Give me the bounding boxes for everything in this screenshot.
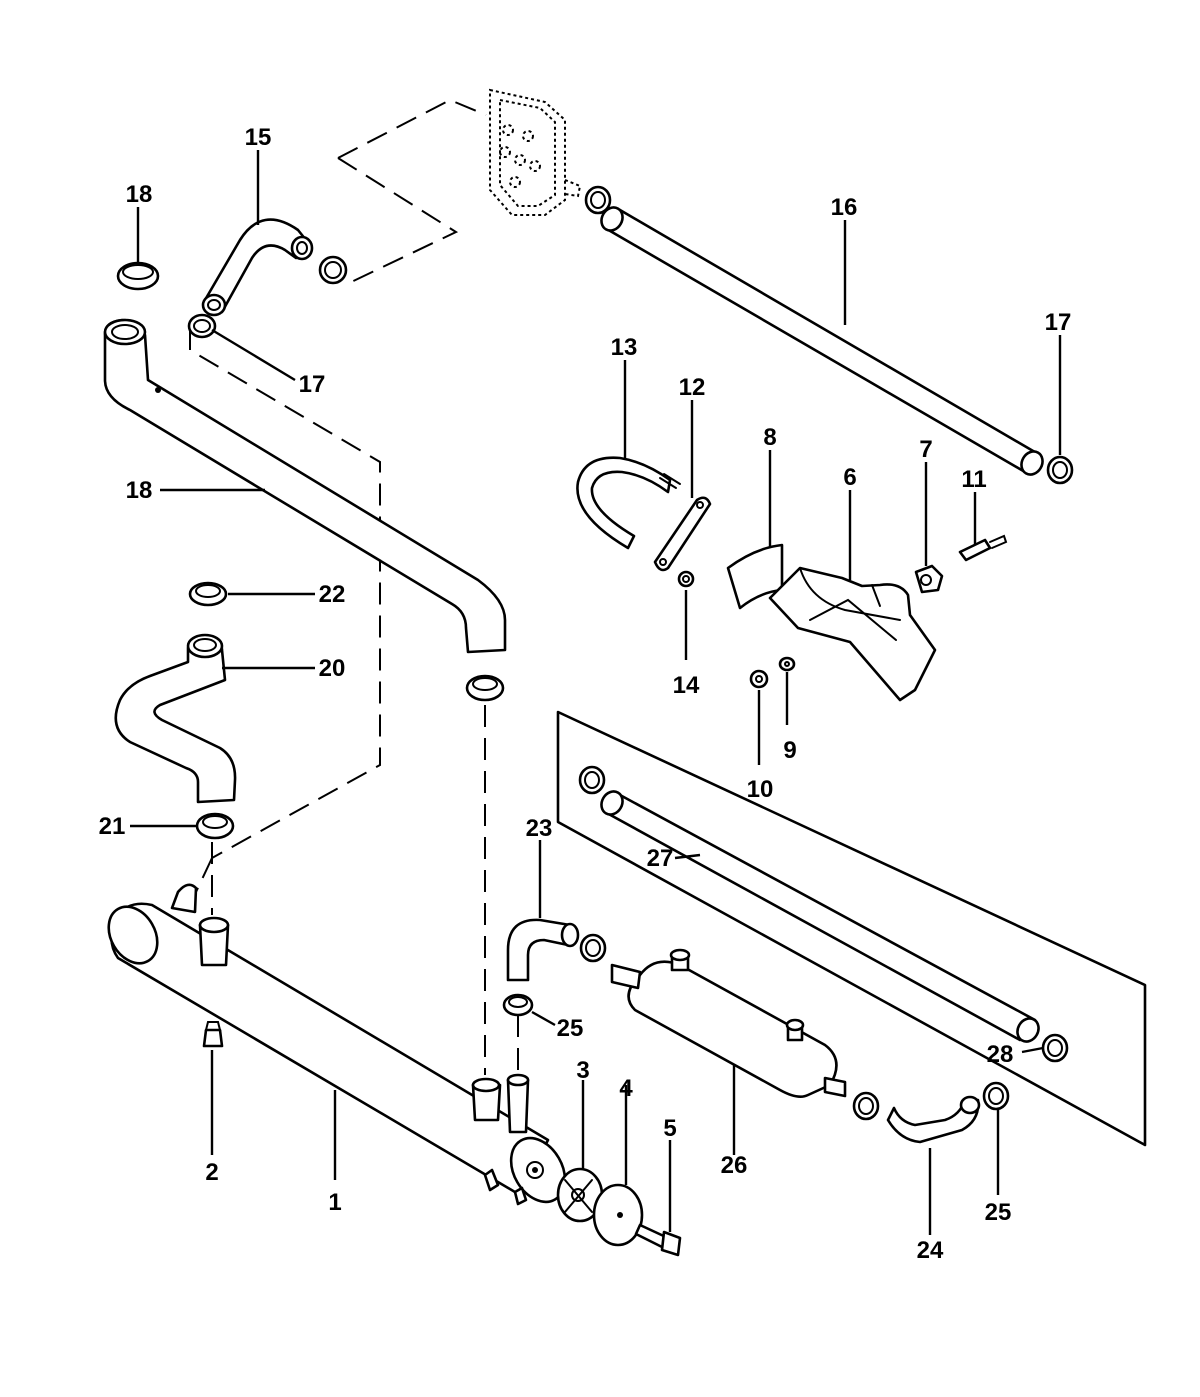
hose-part-16 [600, 206, 1044, 476]
callout-22: 22 [319, 581, 346, 608]
callout-8: 8 [763, 424, 776, 451]
callout-11: 11 [961, 466, 986, 493]
callout-26: 26 [721, 1152, 748, 1179]
callout-19: 18 [126, 181, 153, 208]
callout-2: 2 [205, 1159, 218, 1186]
callout-17-right: 17 [1045, 309, 1072, 336]
s-hose-part-20 [114, 633, 237, 804]
hose-clamp-part-17-left [187, 313, 217, 339]
cooler-canister-part-26 [610, 948, 847, 1098]
callout-28: 28 [987, 1041, 1014, 1068]
callout-10: 10 [747, 776, 774, 803]
hose-clamp-part-25-left [502, 993, 534, 1017]
engine-block-reference [489, 88, 582, 216]
long-hose-part-18 [103, 318, 507, 654]
hose-clamp-26-end [852, 1091, 880, 1121]
hose-clamp-15-end [318, 255, 348, 285]
inset-panel [556, 710, 1147, 1147]
nut-part-10 [749, 669, 769, 689]
callout-27: 27 [647, 845, 674, 872]
drain-plug-part-2 [202, 1021, 224, 1048]
callout-18: 18 [126, 477, 153, 504]
callout-24: 24 [917, 1237, 944, 1264]
callout-25-right: 25 [985, 1199, 1012, 1226]
leader-lines [130, 150, 1062, 1235]
callout-1: 1 [328, 1189, 341, 1216]
callout-13: 13 [611, 334, 638, 361]
callout-16: 16 [831, 194, 858, 221]
hose-clamp-part-22 [188, 581, 228, 607]
callout-labels: 15 18 17 16 17 13 12 8 6 7 11 14 9 10 18… [99, 124, 1072, 1264]
callout-12: 12 [679, 374, 706, 401]
washer-part-9 [778, 656, 796, 672]
hose-clamp-part-21 [195, 812, 235, 840]
hose-clamp-part-17-right [1046, 455, 1074, 485]
hose-clamp-23-end [579, 933, 607, 963]
hose-clamp-part-28 [1041, 1033, 1069, 1063]
hose-clamp-16-end [584, 185, 612, 215]
callout-17-left: 17 [299, 371, 326, 398]
callout-5: 5 [663, 1115, 676, 1142]
hose-clamp-part-25-right [982, 1081, 1010, 1111]
hose-clamp-18-bottom [465, 674, 505, 702]
callout-7: 7 [919, 436, 932, 463]
callout-23: 23 [526, 815, 553, 842]
u-bolt-part-13 [576, 456, 681, 550]
bushing-part-7 [914, 564, 944, 594]
callout-21: 21 [99, 813, 126, 840]
end-cover-part-4 [592, 1183, 644, 1247]
assembly-guides [189, 98, 519, 1075]
bracket-part-6 [768, 566, 937, 702]
curved-hose-part-24 [886, 1095, 981, 1144]
hose-clamp-part-19 [116, 261, 160, 291]
nut-part-14 [677, 570, 695, 588]
callout-9: 9 [783, 737, 796, 764]
callout-3: 3 [576, 1057, 589, 1084]
elbow-hose-part-15 [201, 218, 314, 317]
callout-25-left: 25 [557, 1015, 584, 1042]
callout-4: 4 [619, 1075, 633, 1102]
elbow-hose-part-23 [506, 918, 580, 982]
hose-part-27 [600, 790, 1040, 1043]
callout-15: 15 [245, 124, 272, 151]
callout-20: 20 [319, 655, 346, 682]
bolt-part-5 [634, 1223, 682, 1257]
stud-part-11 [958, 534, 1008, 562]
heat-exchanger-part-1 [107, 883, 567, 1206]
strap-part-12 [653, 496, 712, 572]
callout-14: 14 [673, 672, 700, 699]
hose-clamp-27-end [578, 765, 606, 795]
callout-6: 6 [843, 464, 856, 491]
